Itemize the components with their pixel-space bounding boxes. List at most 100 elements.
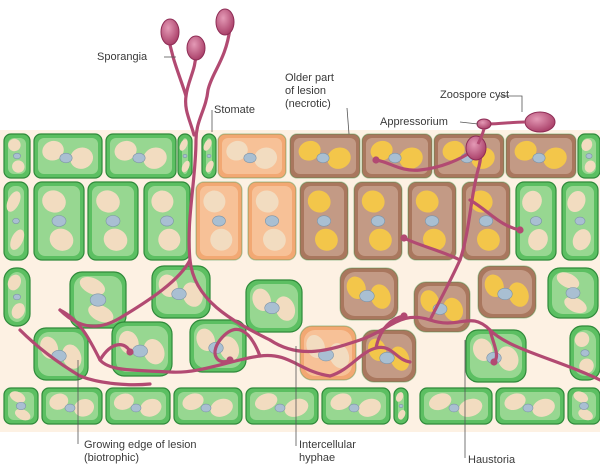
nucleus [317, 216, 330, 227]
haustoria-label: Haustoria [468, 454, 515, 467]
necrotic-cell [354, 182, 402, 260]
healthy-cell [4, 134, 30, 178]
healthy-cell [562, 182, 598, 260]
germ-tube [488, 122, 525, 124]
nucleus [133, 153, 145, 163]
nucleus [530, 217, 541, 226]
haustorium [126, 348, 133, 355]
nucleus [244, 153, 256, 163]
necrotic-cell [300, 182, 348, 260]
nucleus [213, 216, 226, 226]
necrotic-cell [506, 134, 576, 178]
healthy-cell [34, 328, 88, 380]
nucleus [533, 153, 545, 163]
nucleus [498, 288, 513, 299]
nucleus [13, 294, 20, 300]
healthy-cell [34, 134, 102, 178]
nucleus [523, 404, 533, 412]
nucleus [65, 404, 75, 412]
stomate-label: Stomate [214, 104, 255, 117]
nucleus [380, 352, 395, 363]
sporangia-label: Sporangia [97, 51, 147, 64]
necrotic-cell [362, 330, 416, 382]
healthy-cell [4, 268, 30, 326]
healthy-cell [322, 388, 390, 424]
nucleus [479, 216, 492, 227]
healthy-cell [106, 134, 176, 178]
healthy-cell [174, 388, 242, 424]
healthy-cell [394, 388, 408, 424]
healthy-cell [246, 280, 302, 332]
growing-edge-line-1: Growing edge of lesion [84, 439, 197, 452]
nucleus [131, 404, 141, 412]
nucleus [106, 216, 120, 227]
nucleus [566, 288, 580, 299]
nucleus [581, 350, 589, 357]
growing-edge-label: Growing edge of lesion (biotrophic) [84, 439, 197, 465]
nucleus [13, 153, 20, 159]
nucleus [425, 216, 438, 227]
nucleus [317, 153, 329, 163]
older-part-line-3: (necrotic) [285, 98, 334, 111]
hypha [186, 52, 196, 135]
haustorium [226, 356, 233, 363]
healthy-cell [246, 388, 318, 424]
early-infected-cell [218, 134, 286, 178]
nucleus [580, 402, 589, 409]
early-infected-cell [196, 182, 242, 260]
nucleus [265, 302, 280, 313]
nucleus [360, 290, 375, 301]
healthy-cell [548, 268, 598, 318]
sporangium [161, 19, 179, 45]
healthy-cell [106, 388, 170, 424]
intercellular-hyphae-label: Intercellular hyphae [299, 439, 356, 465]
healthy-cell [578, 134, 600, 178]
older-part-line-2: of lesion [285, 85, 334, 98]
healthy-cell [34, 182, 84, 260]
nucleus [13, 218, 20, 223]
healthy-cell [496, 388, 564, 424]
healthy-cell [202, 134, 216, 178]
healthy-cell [178, 134, 192, 178]
nucleus [399, 404, 403, 407]
appressorium-leader [460, 122, 478, 124]
nucleus [575, 217, 585, 225]
older-part-label: Older part of lesion (necrotic) [285, 72, 334, 111]
zoospore-cyst [525, 112, 555, 132]
haustorium [490, 358, 497, 365]
healthy-cell [420, 388, 492, 424]
haustorium [400, 234, 407, 241]
nucleus [371, 216, 384, 227]
nucleus [161, 216, 174, 226]
healthy-cell [516, 182, 556, 260]
nucleus [349, 404, 359, 412]
healthy-cell [144, 182, 190, 260]
healthy-cell [42, 388, 102, 424]
nucleus [586, 154, 592, 159]
zoospore-cyst-label: Zoospore cyst [440, 89, 509, 102]
nucleus [265, 216, 278, 227]
nucleus [207, 154, 211, 157]
appressorium [477, 119, 491, 129]
infection-vesicle [466, 136, 486, 160]
healthy-cell [4, 182, 28, 260]
intercellular-line-1: Intercellular [299, 439, 356, 452]
nucleus [172, 288, 187, 299]
growing-edge-line-2: (biotrophic) [84, 452, 197, 465]
necrotic-cell [478, 266, 536, 318]
healthy-cell [88, 182, 138, 260]
haustorium [400, 312, 407, 319]
healthy-cell [568, 388, 600, 424]
nucleus [183, 154, 187, 157]
necrotic-cell [340, 268, 398, 320]
nucleus [449, 404, 459, 412]
necrotic-cell [290, 134, 360, 178]
appressorium-label: Appressorium [380, 116, 448, 129]
nucleus [60, 153, 72, 163]
nucleus [389, 153, 401, 163]
nucleus [16, 402, 26, 409]
healthy-cell [4, 388, 38, 424]
sporangium [187, 36, 205, 60]
nucleus [132, 345, 147, 357]
early-infected-cell [248, 182, 296, 260]
